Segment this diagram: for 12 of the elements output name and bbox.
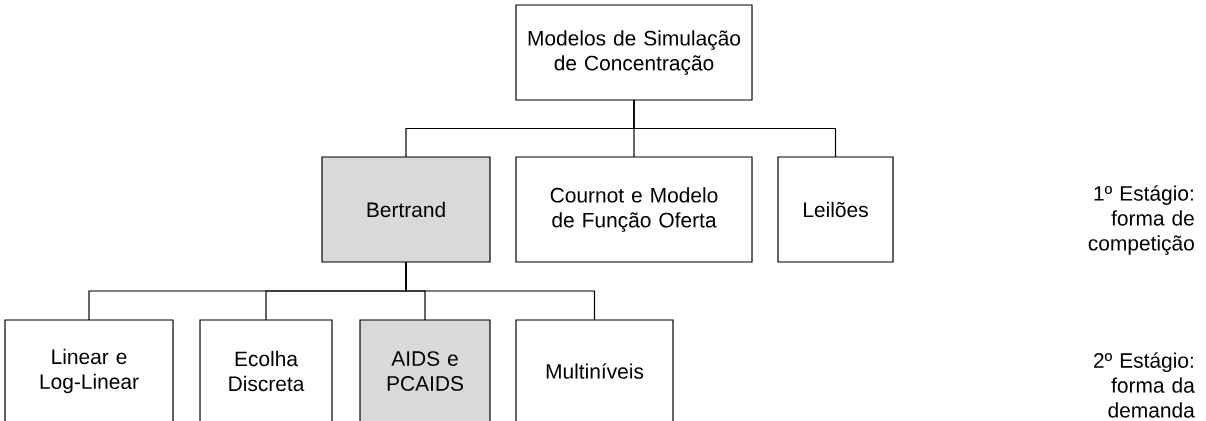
box: Multiníveis — [515, 319, 674, 421]
box: Ecolha Discreta — [199, 319, 333, 421]
stage-label: 2º Estágio: forma da demanda — [1094, 352, 1195, 418]
box: Modelos de Simulação de Concentração — [515, 4, 753, 101]
connector — [405, 261, 596, 321]
stage-label: 1º Estágio: forma de competição — [1088, 185, 1194, 255]
connector — [633, 99, 837, 158]
box: AIDS e PCAIDS — [359, 319, 491, 421]
box: Bertrand — [321, 156, 491, 263]
box: Linear e Log-Linear — [4, 319, 174, 421]
box: Leilões — [777, 156, 894, 263]
box: Cournot e Modelo de Função Oferta — [515, 156, 753, 263]
